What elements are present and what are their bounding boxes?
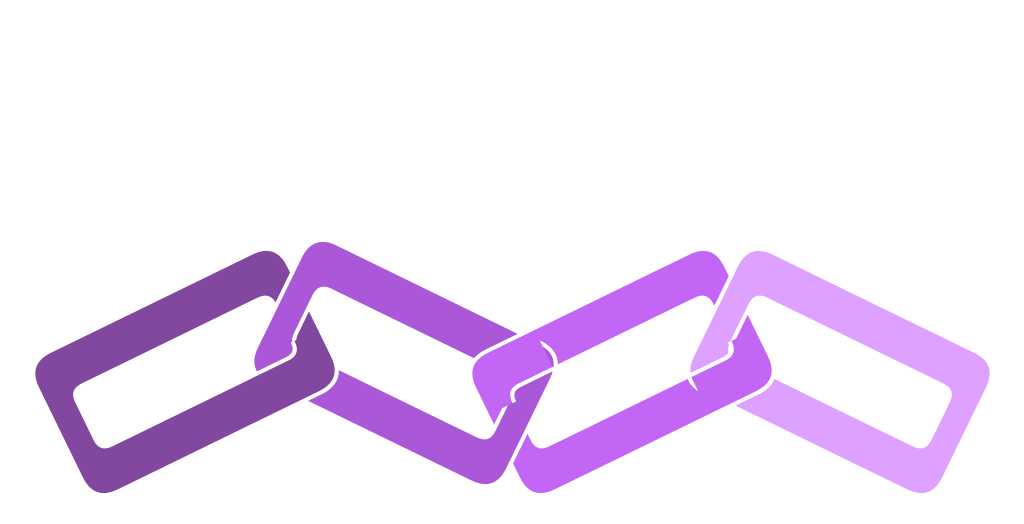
- chain-links-graphic: [0, 0, 1024, 524]
- canvas: [0, 0, 1024, 524]
